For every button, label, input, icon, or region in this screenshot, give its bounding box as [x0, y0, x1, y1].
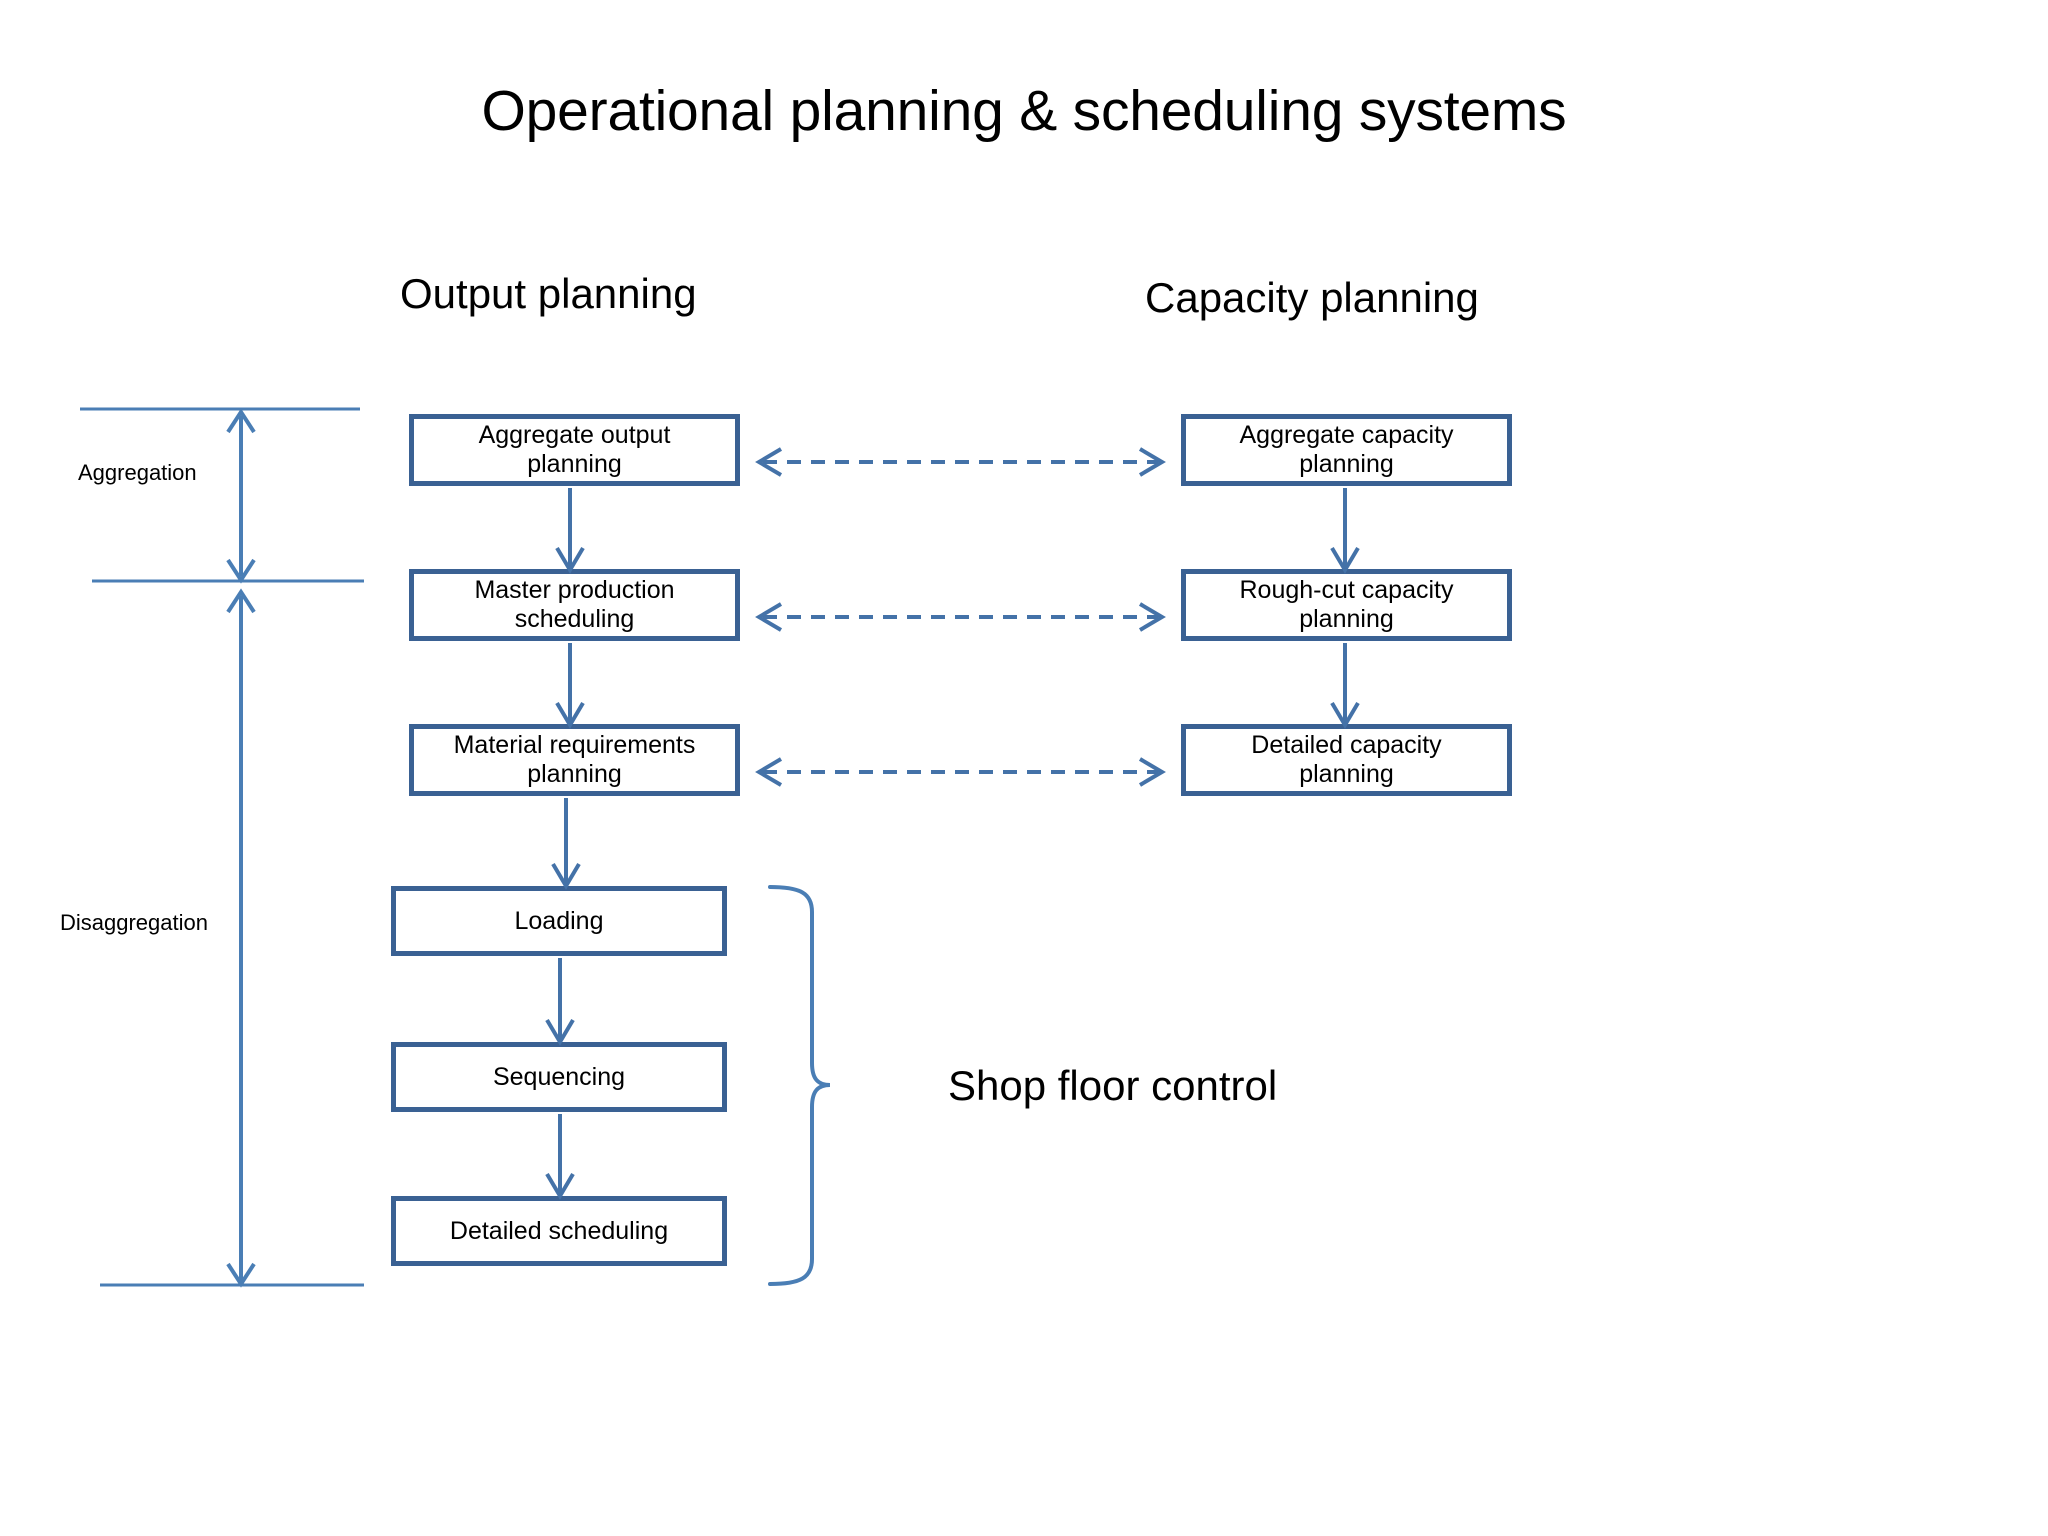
- box-aggregate-capacity-planning[interactable]: Aggregate capacity planning: [1181, 414, 1512, 486]
- arrow-aggregate-capacity-to-rough-cut-capacity: [1330, 488, 1360, 574]
- box-aggregate-output-planning[interactable]: Aggregate output planning: [409, 414, 740, 486]
- box-material-requirements-planning[interactable]: Material requirements planning: [409, 724, 740, 796]
- arrow-loading-to-sequencing: [545, 958, 575, 1046]
- aggregation-double-arrow: [226, 408, 256, 584]
- shop-floor-control-brace: [768, 885, 831, 1286]
- arrow-material-requirements-to-loading: [551, 798, 581, 890]
- box-detailed-capacity-planning[interactable]: Detailed capacity planning: [1181, 724, 1512, 796]
- box-loading[interactable]: Loading: [391, 886, 727, 956]
- dashed-link-material-requirements-detailed-capacity: [755, 757, 1166, 787]
- box-master-production-scheduling[interactable]: Master production scheduling: [409, 569, 740, 641]
- scale-label-disaggregation: Disaggregation: [60, 910, 208, 935]
- box-detailed-scheduling[interactable]: Detailed scheduling: [391, 1196, 727, 1266]
- arrow-sequencing-to-detailed-scheduling: [545, 1114, 575, 1200]
- box-rough-cut-capacity-planning[interactable]: Rough-cut capacity planning: [1181, 569, 1512, 641]
- disaggregation-double-arrow: [226, 588, 256, 1288]
- dashed-link-master-production-rough-cut: [755, 602, 1166, 632]
- arrow-master-production-to-material-requirements: [555, 643, 585, 729]
- arrow-aggregate-output-to-master-production: [555, 488, 585, 574]
- arrow-rough-cut-capacity-to-detailed-capacity: [1330, 643, 1360, 729]
- column-header-capacity-planning: Capacity planning: [1145, 274, 1479, 321]
- scale-label-aggregation: Aggregation: [78, 460, 197, 485]
- page-title: Operational planning & scheduling system…: [481, 79, 1567, 143]
- shop-floor-control-label: Shop floor control: [948, 1062, 1278, 1109]
- column-header-output-planning: Output planning: [400, 270, 697, 317]
- box-sequencing[interactable]: Sequencing: [391, 1042, 727, 1112]
- dashed-link-aggregate-output-capacity: [755, 447, 1166, 477]
